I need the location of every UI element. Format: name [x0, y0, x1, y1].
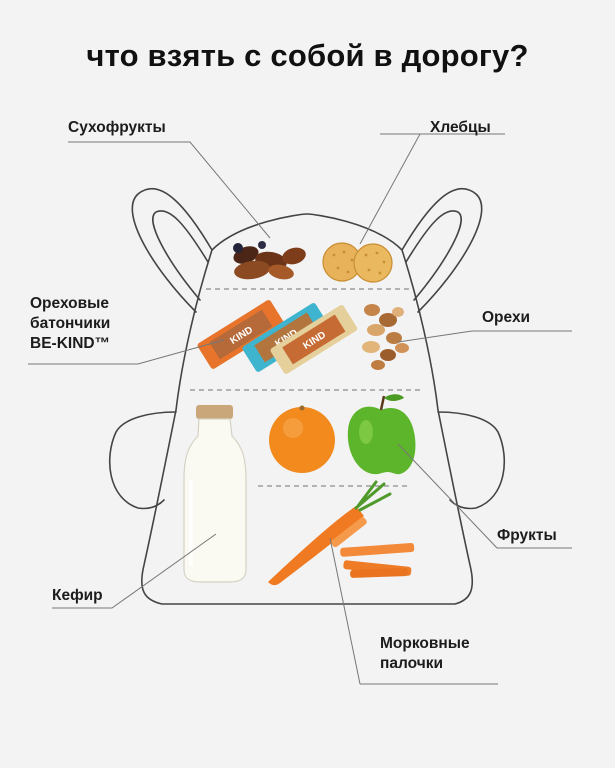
label-nut-bars: Ореховые батончики BE-KIND™: [30, 294, 110, 354]
kefir-bottle-food: [183, 405, 247, 583]
label-crispbread-text: Хлебцы: [430, 119, 491, 136]
label-crispbread: Хлебцы: [430, 118, 491, 138]
label-kefir: Кефир: [52, 586, 103, 606]
label-nuts-text: Орехи: [482, 309, 531, 326]
backpack-outline: [108, 187, 506, 605]
label-nut-bars-line1: Ореховые: [30, 295, 110, 312]
label-nuts: Орехи: [482, 308, 530, 328]
label-fruits-text: Фрукты: [497, 527, 557, 544]
label-dried-fruits-text: Сухофрукты: [68, 119, 166, 136]
label-fruits: Фрукты: [497, 526, 557, 546]
leader-lines: [28, 133, 572, 685]
label-nut-bars-line2: батончики: [30, 315, 111, 332]
label-carrot-sticks-line2: палочки: [380, 655, 443, 672]
label-carrot-sticks: Морковные палочки: [380, 634, 470, 674]
label-carrot-sticks-line1: Морковные: [380, 635, 470, 652]
apple-food: [347, 394, 416, 475]
label-dried-fruits: Сухофрукты: [68, 118, 166, 138]
page-title: что взять с собой в дорогу?: [86, 38, 529, 73]
label-kefir-text: Кефир: [52, 587, 103, 604]
crispbread-food: [322, 242, 393, 283]
carrot-sticks-food: [268, 480, 415, 586]
nut-bars-food: KIND KIND KIND: [197, 300, 358, 374]
nuts-food: [362, 304, 409, 370]
orange-food: [269, 405, 335, 473]
shelf-dividers: [190, 288, 422, 487]
label-nut-bars-line3: BE-KIND™: [30, 335, 111, 352]
dried-fruits-food: [233, 241, 306, 280]
